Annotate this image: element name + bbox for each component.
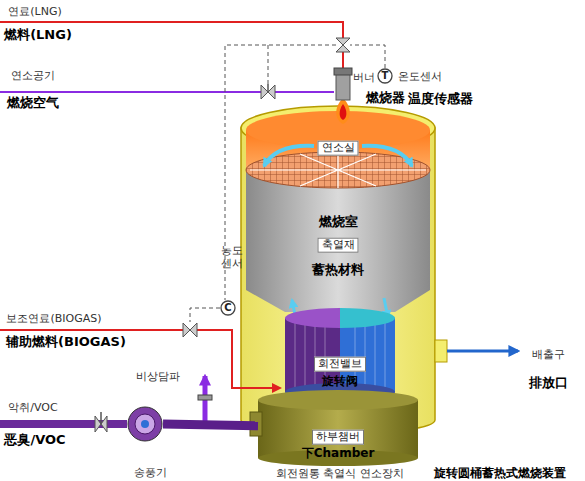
part-label: 회전밸브 [314, 357, 366, 372]
voc-inlet-pipe [0, 420, 127, 428]
part-label: 燃烧器 [366, 91, 405, 106]
part-label: 버너 [353, 72, 375, 85]
control-line [350, 45, 385, 68]
control-line [268, 45, 269, 84]
biogas-line [0, 330, 280, 388]
sensor-symbol: T [382, 70, 389, 82]
sensor-label: 温度传感器 [408, 92, 473, 107]
damper-blade [198, 395, 212, 400]
sensor-label: 온도센서 [398, 71, 442, 84]
input-label: 恶臭/VOC [4, 433, 65, 448]
concentration-sensor: 농도 센서C [220, 300, 236, 316]
input-label: 연료(LNG) [8, 6, 61, 19]
fan-housing [128, 407, 162, 441]
fan-impeller [135, 414, 155, 434]
rotary-valve: 회전밸브 旋转阀 [285, 312, 395, 394]
exhaust-flange [435, 340, 447, 362]
flow-arrow [264, 146, 314, 166]
part-label: 燃烧室 [319, 215, 358, 230]
part-label: 하부챔버 [312, 430, 364, 445]
sensor-symbol: C [224, 302, 231, 314]
valve-stem [267, 84, 269, 92]
output-label: 排放口 [529, 376, 568, 391]
heat-storage-media [246, 172, 430, 312]
part-label: 旋转阀 [322, 375, 358, 389]
part-label: 蓄热材料 [312, 263, 364, 278]
input-label: 辅助燃料(BIOGAS) [6, 335, 126, 350]
heat-storage-media: 燃烧室 축열재 蓄热材料 [243, 183, 433, 293]
damper-label: 비상담파 [136, 371, 180, 384]
valve-stem [100, 412, 102, 424]
exhaust-arrow [447, 350, 518, 353]
caption-label: 旋转圆桶蓄热式燃烧装置 [434, 467, 566, 481]
caption-label: 회전원통 축열식 연소장치 [276, 468, 404, 481]
part-label: 연소실 [318, 141, 359, 156]
media-grid-ray [250, 152, 426, 188]
input-label: 燃烧空气 [7, 96, 59, 111]
burner-flame [340, 104, 347, 120]
burner-shape [334, 68, 352, 100]
sensor-circle [378, 69, 392, 83]
input-label: 악취/VOC [8, 402, 57, 415]
fuel-valve [336, 38, 350, 52]
part-label: 축열재 [318, 238, 359, 253]
burner-cap [334, 68, 352, 75]
output-label: 배출구 [532, 349, 565, 362]
lower-chamber-top [258, 390, 418, 410]
biogas-valve [183, 323, 197, 337]
sensor-label: 농도 센서 [219, 245, 245, 270]
valve-stripe [295, 318, 385, 392]
rotary-valve-top [340, 308, 395, 328]
temperature-sensor: T온도센서温度传感器 [377, 68, 393, 84]
air-line [0, 91, 334, 93]
blower-shape [127, 406, 163, 442]
flow-arrow [362, 146, 412, 166]
part-label: 下Chamber [302, 447, 375, 461]
burner-flame [336, 98, 350, 124]
lower-chamber: 하부챔버 下Chamber [258, 394, 418, 460]
part-label: 송풍기 [134, 467, 167, 480]
blower: 송풍기 [127, 406, 163, 442]
control-line [190, 308, 220, 322]
rotary-valve-top [285, 308, 340, 328]
fan-hub [141, 420, 149, 428]
input-label: 보조연료(BIOGAS) [6, 313, 101, 326]
voc-duct [163, 424, 258, 426]
burner-body [336, 72, 350, 100]
input-label: 연소공기 [11, 70, 55, 83]
sensor-circle [221, 301, 235, 315]
burner: 버너燃烧器 [334, 68, 352, 100]
input-label: 燃料(LNG) [4, 28, 72, 43]
air-valve [261, 85, 275, 99]
combustion-chamber: 연소실 [243, 113, 433, 175]
